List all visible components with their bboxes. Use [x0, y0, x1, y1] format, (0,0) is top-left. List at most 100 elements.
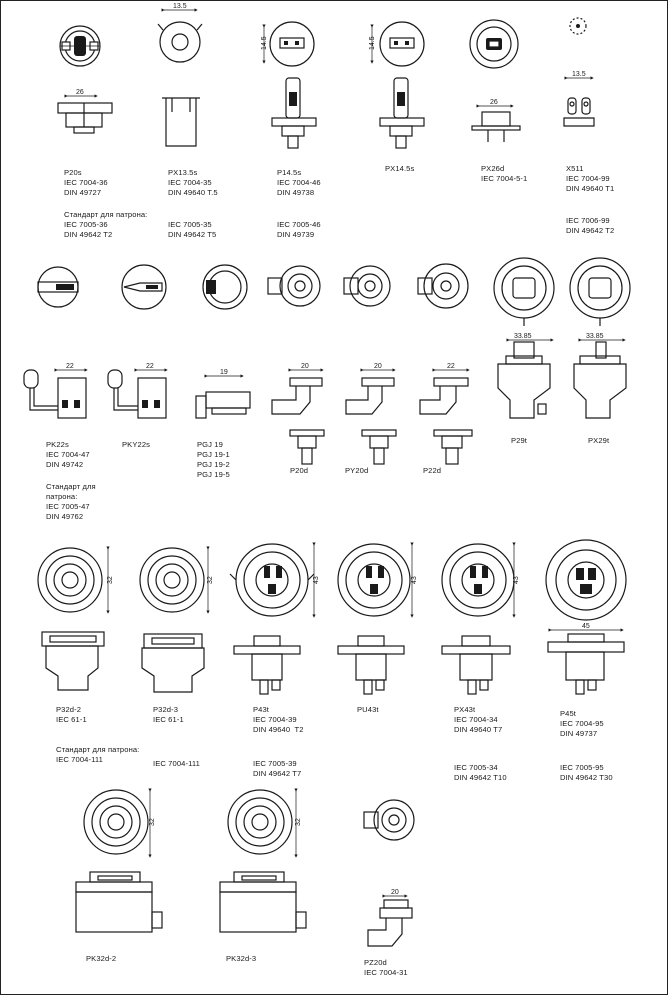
p45t-side-view: 45	[547, 623, 625, 695]
dim-43c: 43	[513, 576, 520, 584]
pu43t-top-view: 43	[337, 542, 418, 618]
p22d-label: P22d	[423, 466, 442, 475]
pk32d2-top-view: 32	[83, 788, 156, 858]
py20d-label: PY20d	[345, 466, 369, 475]
p32d2-top-view: 32	[37, 546, 114, 614]
dim-43b: 43	[411, 576, 418, 584]
pk32d2-label: PK32d-2	[86, 954, 117, 963]
p43t-top-view: 43	[229, 542, 320, 618]
dim-22a: 22	[66, 363, 74, 370]
dim-19: 19	[220, 369, 228, 376]
dim-32d: 32	[295, 818, 302, 826]
px135-top-view: 13.5	[157, 3, 203, 63]
px145-side-view	[379, 77, 425, 149]
pgj19-side-view: 19	[195, 369, 251, 419]
p29t-side-view: 33.85	[497, 333, 554, 419]
p22d-top-view	[417, 263, 469, 309]
dim-45: 45	[582, 623, 590, 630]
p32d3-side-view	[141, 633, 205, 693]
dim-145a: 14.5	[261, 36, 268, 50]
dim-22b: 22	[146, 363, 154, 370]
dim-145b: 14.5	[369, 36, 376, 50]
p145-top-view: 14.5	[261, 21, 315, 67]
dim-3385b: 33.85	[586, 333, 604, 340]
dim-32b: 32	[207, 576, 214, 584]
pky22-side-view: 22	[107, 363, 168, 419]
pu43t-side-view	[337, 635, 405, 695]
p22d-side-view: 22	[419, 363, 473, 465]
dim-26a: 26	[76, 89, 84, 96]
pky22-label: PKY22s	[122, 440, 151, 449]
px26-side-view: 26	[471, 99, 521, 142]
pu43t-label: PU43t	[357, 705, 379, 714]
px29t-top-view	[569, 257, 631, 326]
dim-20b: 20	[374, 363, 382, 370]
pk32d3-top-view: 32	[227, 788, 302, 858]
x511-side-view: 13.5	[563, 71, 595, 127]
px29t-label: PX29t	[588, 436, 610, 445]
px26-top-view	[469, 19, 519, 69]
p20d-side-view: 20	[271, 363, 325, 465]
pz20d-top-view	[363, 799, 415, 841]
p29t-label: P29t	[511, 436, 528, 445]
p32d3-top-view: 32	[139, 546, 214, 614]
p20s-side-view: 26	[57, 89, 113, 134]
px43t-top-view: 43	[441, 542, 520, 618]
p45t-top-view	[545, 539, 627, 621]
pk32d2-side-view	[75, 871, 163, 933]
pk32d3-label: PK32d-3	[226, 954, 257, 963]
p43t-side-view	[233, 635, 301, 695]
pky22-top-view	[121, 264, 167, 310]
px145-label: PX14.5s	[385, 164, 415, 173]
p145-side-view	[271, 77, 317, 149]
p20d-label: P20d	[290, 466, 309, 475]
dim-20c: 20	[391, 889, 399, 896]
x511-top-view	[569, 17, 587, 35]
dim-135b: 13.5	[572, 71, 586, 78]
p20d-top-view	[267, 265, 321, 307]
py20d-top-view	[343, 265, 391, 307]
dim-22c: 22	[447, 363, 455, 370]
p32d2-side-view	[41, 631, 105, 691]
dim-3385a: 33.85	[514, 333, 532, 340]
dim-32a: 32	[107, 576, 114, 584]
dim-32c: 32	[149, 818, 156, 826]
pk22-top-view	[37, 266, 79, 308]
px29t-side-view: 33.85	[573, 333, 627, 419]
px145-top-view: 14.5	[369, 21, 425, 67]
px43t-side-view	[441, 635, 511, 695]
p32d3-socket-standard: IEC 7004-111	[153, 759, 200, 768]
p20s-top-view	[59, 25, 101, 67]
pz20d-side-view: 20	[367, 889, 413, 947]
dim-43a: 43	[313, 576, 320, 584]
dim-135a: 13.5	[173, 3, 187, 10]
pk22-side-view: 22	[23, 363, 88, 419]
dim-26b: 26	[490, 99, 498, 106]
pk32d3-side-view	[219, 871, 307, 933]
p29t-top-view	[493, 257, 555, 326]
p32d2-socket-standard: Стандарт для патрона:IEC 7004-111	[56, 745, 140, 764]
pgj19-top-view	[202, 264, 248, 310]
